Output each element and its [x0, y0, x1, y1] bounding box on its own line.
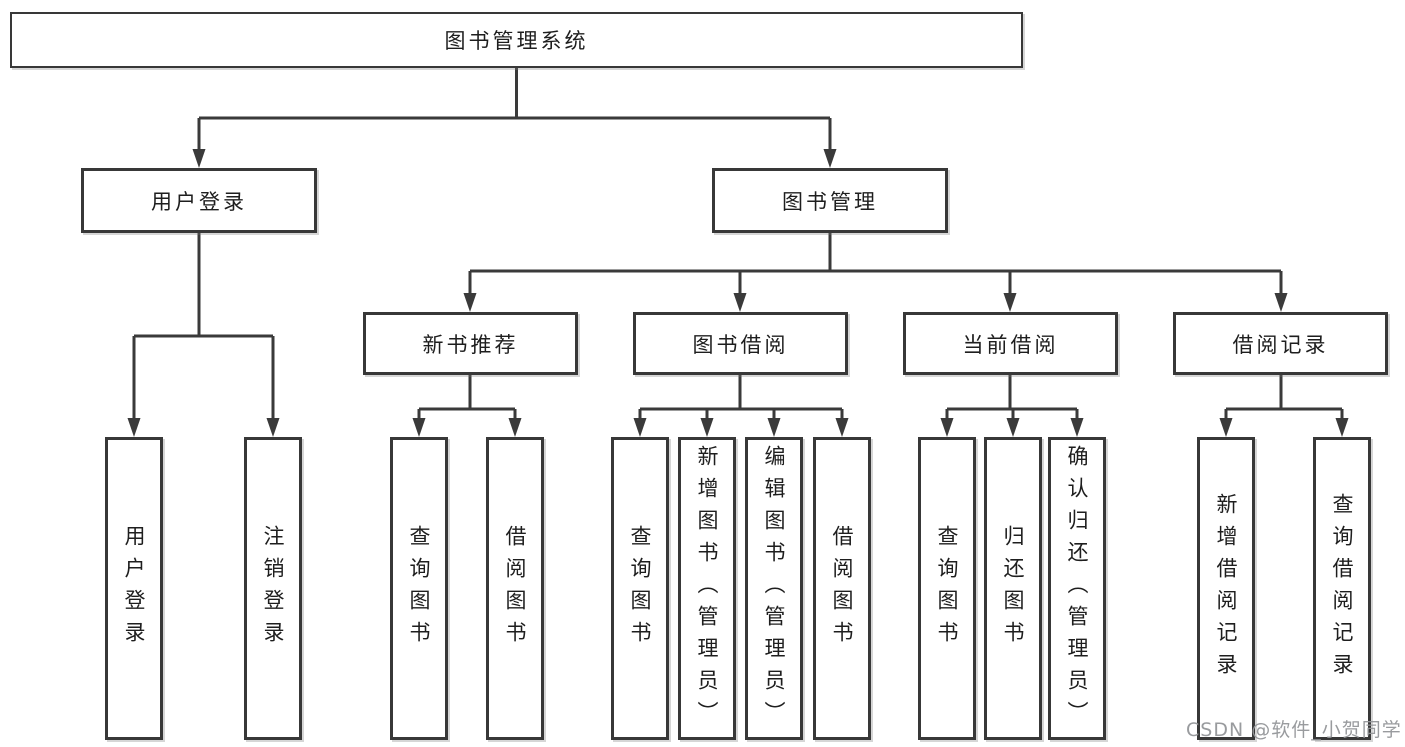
node-user-login: 用户登录 [81, 168, 317, 233]
connector-root-to-level2 [192, 68, 837, 168]
leaf-query-borrow-record: 查询借阅记录 [1313, 437, 1371, 740]
node-book-management: 图书管理 [712, 168, 948, 233]
leaf-user-login: 用户登录 [105, 437, 163, 740]
leaf-add-book-admin: 新增图书（管理员） [678, 437, 736, 740]
leaf-query-book-recommend: 查询图书 [390, 437, 448, 740]
leaf-query-book-borrow: 查询图书 [611, 437, 669, 740]
leaf-logout: 注销登录 [244, 437, 302, 740]
leaf-borrow-book: 借阅图书 [813, 437, 871, 740]
leaf-query-book-current: 查询图书 [918, 437, 976, 740]
leaf-borrow-book-recommend: 借阅图书 [486, 437, 544, 740]
connector-user-login-to-leaves [127, 233, 280, 437]
csdn-watermark: CSDN @软件_小贺同学 [1186, 719, 1402, 741]
leaf-add-borrow-record: 新增借阅记录 [1197, 437, 1255, 740]
leaf-confirm-return-admin: 确认归还（管理员） [1048, 437, 1106, 740]
node-current-borrow: 当前借阅 [903, 312, 1118, 375]
connector-new-book-recommend-to-leaves [412, 375, 522, 437]
node-borrow-records: 借阅记录 [1173, 312, 1388, 375]
connector-current-borrow-to-leaves [940, 375, 1084, 437]
connector-book-management-to-level3 [463, 233, 1288, 312]
connector-borrow-records-to-leaves [1219, 375, 1349, 437]
node-new-book-recommend: 新书推荐 [363, 312, 578, 375]
node-book-borrow: 图书借阅 [633, 312, 848, 375]
leaf-edit-book-admin: 编辑图书（管理员） [745, 437, 803, 740]
connector-book-borrow-to-leaves [633, 375, 849, 437]
node-root-system: 图书管理系统 [10, 12, 1023, 68]
leaf-return-book: 归还图书 [984, 437, 1042, 740]
